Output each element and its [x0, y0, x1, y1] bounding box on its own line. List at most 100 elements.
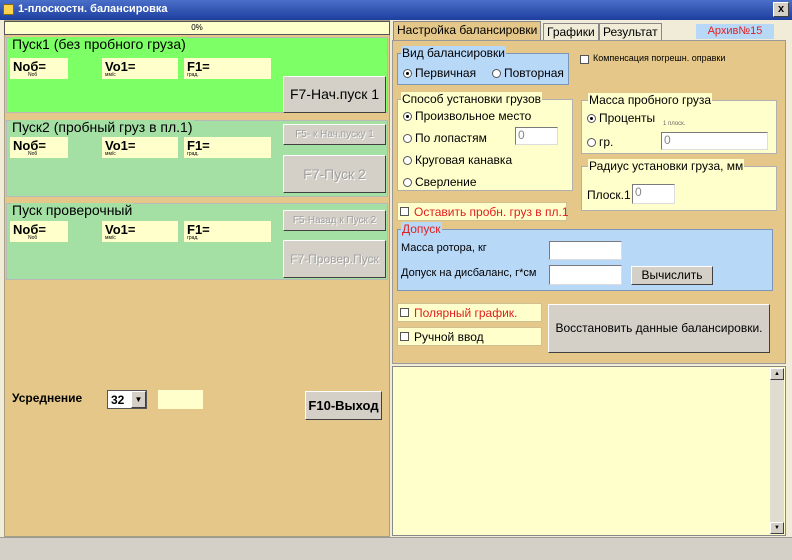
primary-radio[interactable] [403, 69, 412, 78]
polar-chart-row: Полярный график. [397, 303, 542, 322]
method-groove-radio[interactable] [403, 156, 412, 165]
run3-rpm-label: Nоб= [13, 222, 46, 237]
radius-plane-label: Плоск.1 [587, 188, 631, 202]
tolerance-group: Допуск Масса ротора, кг Допуск на дисбал… [397, 222, 773, 291]
averaging-value: 32 [111, 393, 125, 407]
averaging-select[interactable]: 32 ▼ [107, 390, 147, 409]
run2-rpm-label: Nоб= [13, 138, 46, 153]
averaging-indicator [158, 390, 203, 409]
run3-phase-field: F1= град. [184, 221, 271, 242]
weight-method-title: Способ установки грузов [401, 92, 543, 106]
run1-velocity-unit: мм/с [105, 72, 116, 78]
radius-input[interactable]: 0 [632, 184, 675, 204]
percent-label: Проценты [599, 111, 656, 125]
check-run-group: Пуск проверочный Nоб= Nоб Vo1= мм/с F1= … [6, 203, 388, 280]
run3-velocity-unit: мм/с [105, 235, 116, 241]
manual-input-label: Ручной ввод [414, 330, 484, 344]
run3-rpm-field: Nоб= Nоб [10, 221, 68, 242]
manual-input-checkbox[interactable] [400, 332, 409, 341]
run1-group: Пуск1 (без пробного груза) Nоб= Nоб Vo1=… [6, 37, 388, 113]
run1-rpm-field: Nоб= Nоб [10, 58, 68, 79]
run1-velocity-label: Vo1= [105, 59, 136, 74]
exit-button[interactable]: F10-Выход [305, 391, 382, 420]
window-title: 1-плоскостн. балансировка [18, 3, 168, 15]
rotor-mass-input[interactable] [549, 241, 622, 260]
repeat-label: Повторная [504, 66, 564, 80]
compensation-label: Компенсация погрешн. оправки [593, 53, 726, 63]
run1-velocity-field: Vo1= мм/с [102, 58, 178, 79]
percent-radio[interactable] [587, 114, 596, 123]
averaging-label: Усреднение [12, 391, 83, 405]
run1-rpm-label: Nоб= [13, 59, 46, 74]
repeat-radio[interactable] [492, 69, 501, 78]
run2-phase-unit: град. [187, 151, 199, 157]
plane-note: 1 плоск. [663, 121, 686, 127]
method-drilling-radio[interactable] [403, 178, 412, 187]
tab-result[interactable]: Результат [599, 23, 662, 40]
imbalance-tolerance-label: Допуск на дисбаланс, г*см [401, 267, 537, 279]
progress-bar: 0% [4, 21, 390, 35]
leave-trial-row: Оставить пробн. груз в пл.1 [397, 202, 569, 221]
back-to-run2-button[interactable]: F5-Назад к Пуск 2 [283, 210, 386, 231]
archive-label: Архив№15 [696, 24, 774, 39]
balance-type-group: Вид балансировки Первичная Повторная [397, 46, 569, 85]
polar-chart-checkbox[interactable] [400, 308, 409, 317]
run2-phase-field: F1= град. [184, 137, 271, 158]
trial-mass-title: Массa пробного груза [588, 93, 713, 107]
run2-velocity-field: Vo1= мм/с [102, 137, 178, 158]
tab-graphs[interactable]: Графики [543, 23, 599, 40]
tolerance-title: Допуск [401, 222, 442, 236]
settings-tab-panel: Вид балансировки Первичная Повторная Ком… [392, 40, 786, 364]
scroll-down-icon[interactable]: ▼ [770, 522, 784, 534]
method-groove-label: Круговая канавка [415, 153, 513, 167]
app-icon [3, 4, 14, 15]
method-blades-radio[interactable] [403, 134, 412, 143]
status-bar [0, 537, 792, 560]
scroll-up-icon[interactable]: ▲ [770, 368, 784, 380]
back-to-run1-button[interactable]: F5- к Нач.пуску 1 [283, 124, 386, 145]
balance-type-title: Вид балансировки [401, 46, 506, 60]
restore-data-button[interactable]: Восстановить данные балансировки. [548, 304, 770, 353]
compensation-checkbox[interactable] [580, 55, 589, 64]
start-run1-button[interactable]: F7-Нач.пуск 1 [283, 76, 386, 113]
primary-label: Первичная [415, 66, 477, 80]
run2-title: Пуск2 (пробный груз в пл.1) [11, 119, 194, 135]
trial-mass-group: Массa пробного груза Проценты 1 плоск. г… [581, 93, 777, 154]
trial-mass-input[interactable]: 0 [661, 132, 768, 150]
gram-label: гр. [599, 135, 614, 149]
run1-rpm-unit: Nоб [28, 72, 38, 78]
close-button[interactable]: x [773, 2, 789, 17]
check-run-title: Пуск проверочный [11, 202, 134, 218]
radius-group: Радиус установки груза, мм Плоск.1 0 [581, 159, 777, 211]
run2-velocity-label: Vo1= [105, 138, 136, 153]
start-run2-button[interactable]: F7-Пуск 2 [283, 155, 386, 193]
tab-balance-settings[interactable]: Настройка балансировки [393, 21, 542, 41]
gram-radio[interactable] [587, 138, 596, 147]
manual-input-row: Ручной ввод [397, 327, 542, 346]
leave-trial-label: Оставить пробн. груз в пл.1 [414, 205, 569, 219]
run3-rpm-unit: Nоб [28, 235, 38, 241]
title-bar: 1-плоскостн. балансировка x [0, 0, 792, 20]
run2-phase-label: F1= [187, 138, 210, 153]
run1-phase-field: F1= град. [184, 58, 271, 79]
method-blades-label: По лопастям [415, 131, 487, 145]
run2-group: Пуск2 (пробный груз в пл.1) Nоб= Nоб Vo1… [6, 120, 388, 197]
run2-rpm-unit: Nоб [28, 151, 38, 157]
run2-velocity-unit: мм/с [105, 151, 116, 157]
weight-method-group: Способ установки грузов Произвольное мес… [397, 92, 573, 191]
memo-scrollbar[interactable]: ▲ ▼ [770, 368, 784, 534]
imbalance-tolerance-input[interactable] [549, 265, 622, 285]
leave-trial-checkbox[interactable] [400, 207, 409, 216]
chevron-down-icon[interactable]: ▼ [131, 391, 146, 408]
run1-title: Пуск1 (без пробного груза) [11, 36, 187, 52]
run3-velocity-label: Vo1= [105, 222, 136, 237]
run3-phase-label: F1= [187, 222, 210, 237]
run1-phase-unit: град. [187, 72, 199, 78]
check-run-button[interactable]: F7-Провер.Пуск [283, 240, 386, 278]
radius-title: Радиус установки груза, мм [588, 159, 745, 173]
log-memo[interactable]: ▲ ▼ [392, 366, 786, 536]
blades-input[interactable]: 0 [515, 127, 558, 145]
method-random-radio[interactable] [403, 112, 412, 121]
method-random-label: Произвольное место [415, 109, 532, 123]
calculate-button[interactable]: Вычислить [631, 266, 713, 285]
